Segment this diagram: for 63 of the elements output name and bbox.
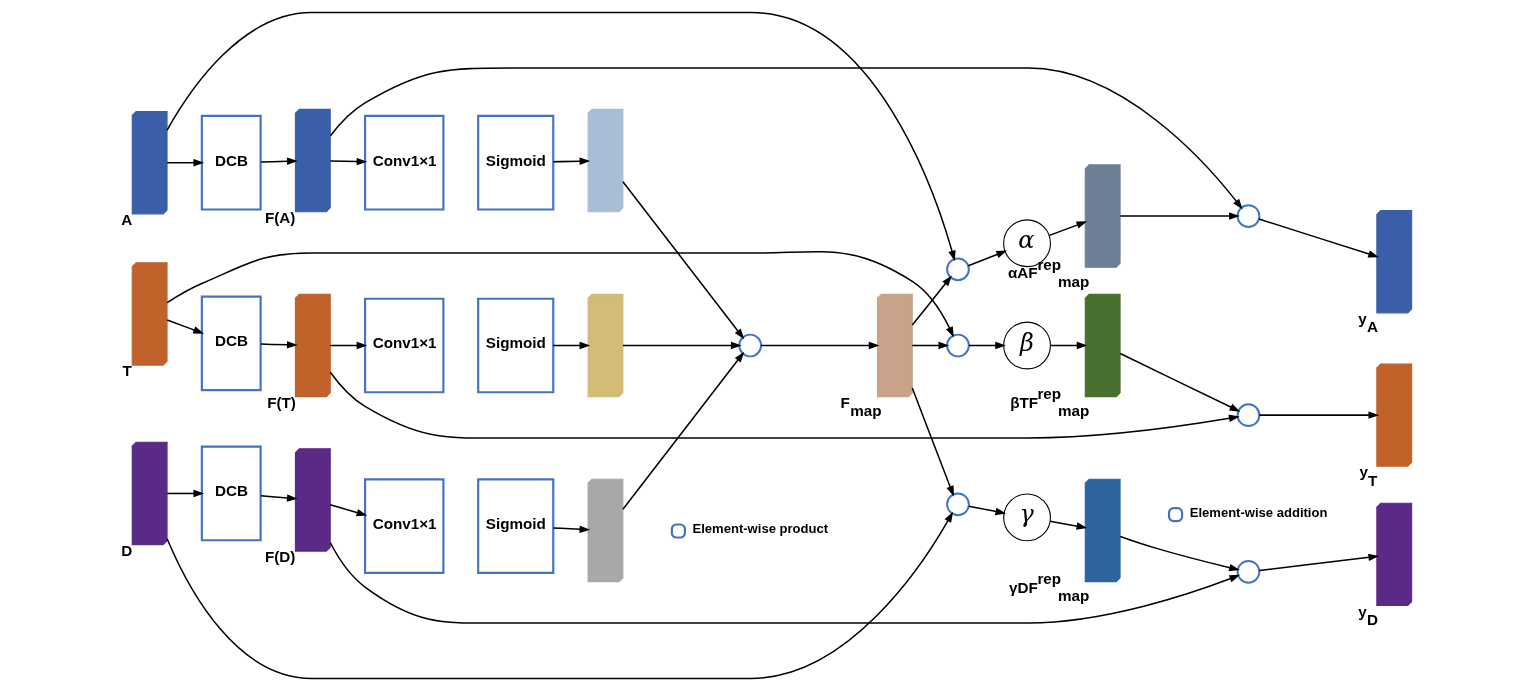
node-label: F(T) xyxy=(267,393,296,411)
arrow xyxy=(1258,553,1380,572)
node-box: DCB xyxy=(200,445,262,542)
node-circle: γ xyxy=(1003,493,1051,542)
arrow xyxy=(622,341,742,350)
arrow xyxy=(166,250,954,338)
legend-label: Element-wise product xyxy=(692,521,829,537)
node-circle xyxy=(946,257,970,282)
arrow xyxy=(552,341,591,350)
node-box: Sigmoid xyxy=(477,297,555,394)
arrow xyxy=(329,371,1240,439)
node-circle xyxy=(1236,204,1261,228)
arrow xyxy=(1049,520,1088,530)
node-label: A xyxy=(121,210,133,228)
arrow xyxy=(622,181,745,340)
node-box: Conv1×1 xyxy=(363,478,445,574)
arrow xyxy=(1048,221,1088,237)
node-circle xyxy=(738,333,763,358)
arrow xyxy=(166,159,205,167)
arrow xyxy=(911,341,950,350)
arrow xyxy=(1119,535,1240,572)
arrow xyxy=(260,341,298,349)
arrow xyxy=(260,494,298,502)
node-box: Sigmoid xyxy=(477,478,555,574)
arrow xyxy=(329,157,368,166)
node-box: DCB xyxy=(200,295,262,392)
arrow xyxy=(329,341,368,350)
arrow xyxy=(552,157,591,165)
arrow xyxy=(968,341,1006,350)
arrow xyxy=(967,250,1008,267)
node-label: T xyxy=(122,362,132,380)
node-label: F(A) xyxy=(264,208,296,226)
node-circle: β xyxy=(1003,321,1051,370)
node-label: D xyxy=(121,541,133,559)
arrow xyxy=(329,504,368,517)
arrow xyxy=(911,387,954,497)
arrow xyxy=(166,489,205,498)
arrow xyxy=(968,505,1007,516)
node-circle xyxy=(946,492,970,517)
node-box: Conv1×1 xyxy=(363,297,445,394)
arrow xyxy=(552,525,591,533)
arrow xyxy=(166,511,954,680)
arrow xyxy=(329,542,1241,624)
node-box: DCB xyxy=(200,114,262,211)
arrow xyxy=(166,11,956,262)
arrow xyxy=(1119,352,1241,412)
node-label: F(D) xyxy=(264,548,296,566)
arrow xyxy=(622,351,745,510)
arrow xyxy=(760,341,880,350)
arrow xyxy=(1258,411,1380,419)
arrow xyxy=(329,67,1243,210)
node-circle xyxy=(1236,403,1261,427)
arrow xyxy=(1258,218,1379,258)
node-circle xyxy=(1236,559,1261,584)
arrow xyxy=(260,157,298,165)
node-box: Sigmoid xyxy=(477,114,555,211)
arrow xyxy=(166,319,204,334)
node-circle xyxy=(946,333,970,358)
arrow xyxy=(1119,212,1240,220)
arrow xyxy=(1049,341,1088,350)
node-box: Conv1×1 xyxy=(363,114,445,211)
legend-label: Element-wise addition xyxy=(1189,504,1328,520)
arrow xyxy=(911,275,952,326)
